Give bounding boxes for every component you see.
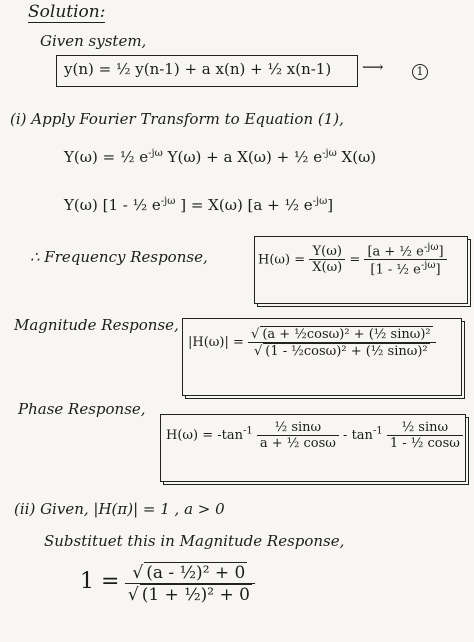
freq-num-2: [a + ½ e-jω]: [364, 242, 447, 261]
phase-fraction-2: ½ sinω 1 - ½ cosω: [386, 420, 463, 451]
final-den-radicand: (1 + ½)² + 0: [139, 584, 252, 605]
phase-mid: - tan: [343, 428, 373, 443]
mag-den-radicand: (1 - ½cosω)² + (½ sinω)²: [263, 343, 430, 359]
final-num-radicand: (a - ½)² + 0: [144, 562, 248, 583]
phase-lhs: H(ω) = -tan: [166, 428, 243, 443]
final-equation: 1 = √(a - ½)² + 0 √(1 + ½)² + 0: [80, 562, 255, 605]
freq-den-2-end: ]: [435, 262, 441, 278]
mag-den: √(1 - ½cosω)² + (½ sinω)²: [254, 343, 430, 359]
mag-fraction: √(a + ½cosω)² + (½ sinω)² √(1 - ½cosω)² …: [248, 326, 436, 359]
phase-num-2: ½ sinω: [386, 420, 463, 436]
ft-line-2-a: Y(ω) [1 - ½ e: [64, 196, 161, 214]
phase-den-1: a + ½ cosω: [259, 436, 336, 451]
magnitude-response-formula: |H(ω)| = √(a + ½cosω)² + (½ sinω)² √(1 -…: [188, 326, 436, 359]
ft-line-1-end: X(ω): [341, 148, 377, 166]
mag-num: √(a + ½cosω)² + (½ sinω)²: [248, 326, 436, 343]
freq-lhs: H(ω) =: [258, 252, 306, 268]
equation-1-ref: 1: [412, 60, 428, 80]
freq-den-2: [1 - ½ e-jω]: [364, 260, 446, 277]
equation-1-arrow: ⟶: [362, 58, 384, 76]
ft-line-1-exp-1: -jω: [148, 148, 163, 159]
ft-line-2: Y(ω) [1 - ½ e-jω ] = X(ω) [a + ½ e-jω]: [64, 196, 333, 214]
phase-inv-2: -1: [372, 425, 383, 437]
freq-eq: =: [349, 252, 361, 268]
ft-line-2-exp-2: -jω: [312, 196, 328, 207]
given-system-label: Given system,: [40, 32, 147, 50]
frequency-response-label: ∴ Frequency Response,: [30, 248, 208, 266]
solution-heading: Solution:: [28, 2, 106, 23]
final-num: √(a - ½)² + 0: [124, 562, 255, 584]
freq-num-2-text: [a + ½ e: [367, 244, 424, 260]
magnitude-response-box: [182, 318, 462, 396]
step-1-label: (i) Apply Fourier Transform to Equation …: [10, 110, 344, 128]
final-den: √(1 + ½)² + 0: [127, 584, 252, 605]
ft-line-2-exp-1: -jω: [160, 196, 176, 207]
equation-ref-marker: 1: [412, 64, 428, 80]
mag-lhs: |H(ω)| =: [188, 335, 244, 350]
phase-den-2: 1 - ½ cosω: [389, 436, 460, 451]
freq-num-2-exp: -jω: [423, 242, 439, 253]
substitute-label: Substituet this in Magnitude Response,: [44, 532, 345, 550]
ft-line-2-c: ]: [327, 196, 334, 214]
final-lhs: 1 =: [80, 569, 120, 594]
freq-den-1: X(ω): [312, 260, 343, 276]
freq-den-2-text: [1 - ½ e: [370, 262, 421, 278]
freq-num-1: Y(ω): [309, 244, 346, 261]
equation-1: y(n) = ½ y(n-1) + a x(n) + ½ x(n-1): [64, 60, 332, 78]
phase-response-box: [160, 414, 466, 482]
frequency-response-formula: H(ω) = Y(ω) X(ω) = [a + ½ e-jω] [1 - ½ e…: [258, 242, 447, 278]
ft-line-2-b: ] = X(ω) [a + ½ e: [180, 196, 313, 214]
ft-line-1-exp-2: -jω: [322, 148, 337, 159]
equation-1-box: [56, 55, 358, 87]
ft-line-1-mid: Y(ω) + a X(ω) + ½ e: [167, 148, 323, 166]
freq-num-2-end: ]: [438, 244, 444, 260]
freq-fraction-2: [a + ½ e-jω] [1 - ½ e-jω]: [364, 242, 447, 278]
phase-num-1: ½ sinω: [256, 420, 339, 436]
step-2-label: (ii) Given, |H(π)| = 1 , a > 0: [14, 500, 225, 518]
magnitude-response-label: Magnitude Response,: [14, 316, 179, 334]
ft-line-1: Y(ω) = ½ e-jω Y(ω) + a X(ω) + ½ e-jω X(ω…: [64, 148, 376, 166]
ft-line-1-lhs: Y(ω) = ½ e: [64, 148, 149, 166]
final-fraction: √(a - ½)² + 0 √(1 + ½)² + 0: [124, 562, 255, 605]
phase-fraction-1: ½ sinω a + ½ cosω: [256, 420, 339, 451]
mag-num-radicand: (a + ½cosω)² + (½ sinω)²: [260, 326, 433, 342]
freq-fraction-1: Y(ω) X(ω): [309, 244, 346, 276]
frequency-response-box: [254, 236, 468, 304]
freq-den-2-exp: -jω: [420, 260, 436, 272]
phase-inv-1: -1: [242, 425, 253, 437]
phase-response-formula: H(ω) = -tan-1 ½ sinω a + ½ cosω - tan-1 …: [166, 420, 463, 451]
phase-response-label: Phase Response,: [18, 400, 146, 418]
